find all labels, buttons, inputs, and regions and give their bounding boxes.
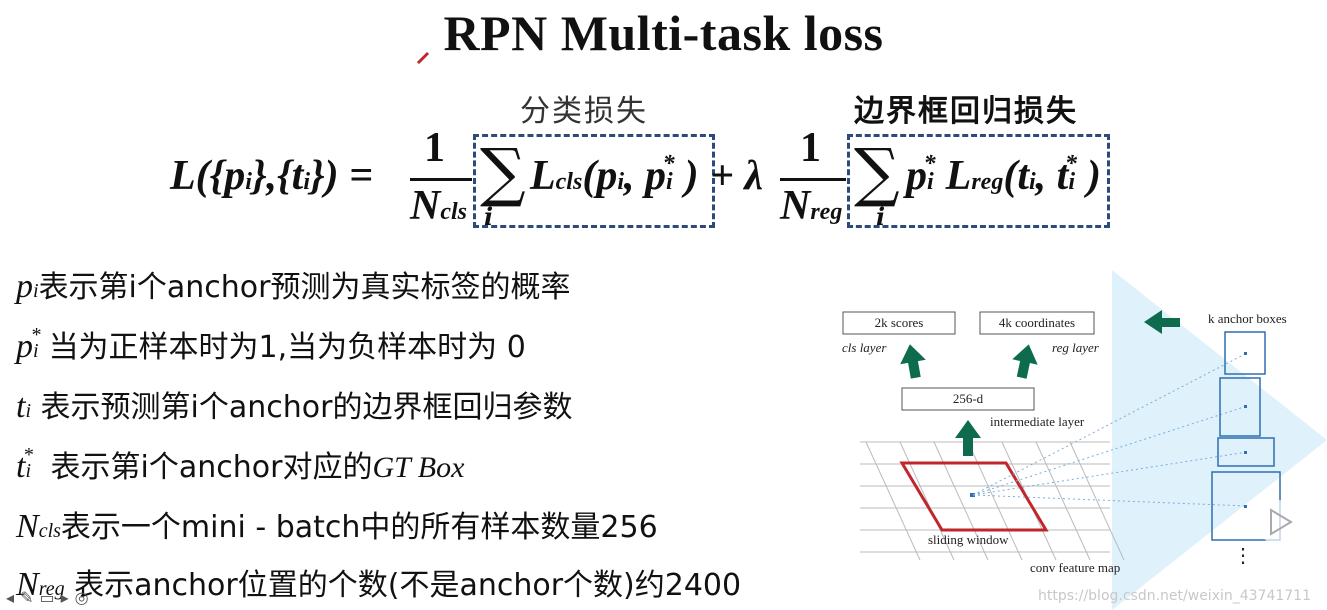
anchor-fan — [1112, 270, 1327, 610]
intermediate-layer-label: intermediate layer — [990, 414, 1085, 429]
bullet-pi-star: pi*当为正样本时为1,当为负样本时为 0 — [16, 324, 526, 365]
bbox-regression-loss-label: 边界框回归损失 — [854, 94, 1078, 129]
slide-title: RPN Multi-task loss — [443, 5, 884, 61]
reg-layer-label: reg layer — [1052, 340, 1100, 355]
256d-box — [901, 387, 1035, 411]
scores-label: 2k scores — [875, 315, 924, 330]
play-button[interactable] — [1256, 500, 1300, 544]
bullet-ti-star: ti* 表示第i个anchor对应的GT Box — [16, 444, 465, 485]
arrows — [900, 310, 1180, 456]
coordinates-box — [979, 311, 1095, 335]
frac-reg-line — [780, 178, 846, 181]
anchor-ellipsis: ⋮ — [1233, 545, 1253, 567]
sum-symbol-reg: ∑ — [854, 136, 900, 210]
anchor-boxes-label: k anchor boxes — [1208, 311, 1287, 326]
cls-layer-label: cls layer — [842, 340, 887, 355]
sliding-window-box — [899, 461, 1049, 532]
menu-icon[interactable]: ▭ — [39, 588, 55, 607]
plus-lambda: + λ — [710, 153, 764, 199]
coordinates-label: 4k coordinates — [999, 315, 1075, 330]
anchor-rays — [972, 352, 1248, 507]
target-icon[interactable]: ◎ — [74, 588, 89, 607]
256d-label: 256-d — [953, 391, 984, 406]
rpn-diagram: ⋮ 2k scores 4k coordinates cls layer reg… — [842, 270, 1327, 610]
frac-reg-numerator: 1 — [800, 125, 821, 171]
watermark: https://blog.csdn.net/weixin_43741711 — [1037, 588, 1311, 604]
cls-loss-term: Lcls(pi, pi*) — [530, 151, 699, 199]
prev-icon[interactable]: ◂ — [6, 588, 15, 607]
pen-cursor-icon — [416, 51, 430, 64]
sliding-window-label: sliding window — [928, 532, 1009, 547]
pen-icon[interactable]: ✎ — [20, 588, 34, 607]
window-center — [970, 493, 975, 497]
bullet-pi: pi表示第i个anchor预测为真实标签的概率 — [16, 268, 571, 305]
classification-loss-label: 分类损失 — [520, 94, 648, 129]
slide-toolbar: ◂ ✎ ▭ ▸ ◎ — [6, 588, 89, 607]
sum-reg-index: i — [876, 202, 886, 231]
regression-term-box — [847, 134, 1110, 228]
bullet-nreg: Nreg 表示anchor位置的个数(不是anchor个数)约2400 — [16, 566, 742, 603]
frac-cls-line — [410, 178, 472, 181]
sum-symbol-cls: ∑ — [480, 136, 526, 210]
frac-cls-denominator: Ncls — [410, 183, 468, 229]
scores-box — [842, 311, 956, 335]
classification-term-box — [473, 134, 715, 228]
conv-feature-map-label: conv feature map — [1030, 560, 1120, 575]
play-icon — [1270, 508, 1293, 536]
formula-lhs: L({pi},{ti}) = — [170, 153, 374, 199]
sum-cls-index: i — [484, 202, 494, 231]
next-icon[interactable]: ▸ — [60, 588, 69, 607]
bullet-ti: ti 表示预测第i个anchor的边界框回归参数 — [16, 388, 573, 425]
frac-reg-denominator: Nreg — [780, 183, 843, 229]
bullet-ncls: Ncls表示一个mini - batch中的所有样本数量256 — [16, 508, 658, 545]
reg-loss-term: pi*Lreg(ti, ti*) — [906, 151, 1101, 199]
frac-cls-numerator: 1 — [424, 125, 445, 171]
